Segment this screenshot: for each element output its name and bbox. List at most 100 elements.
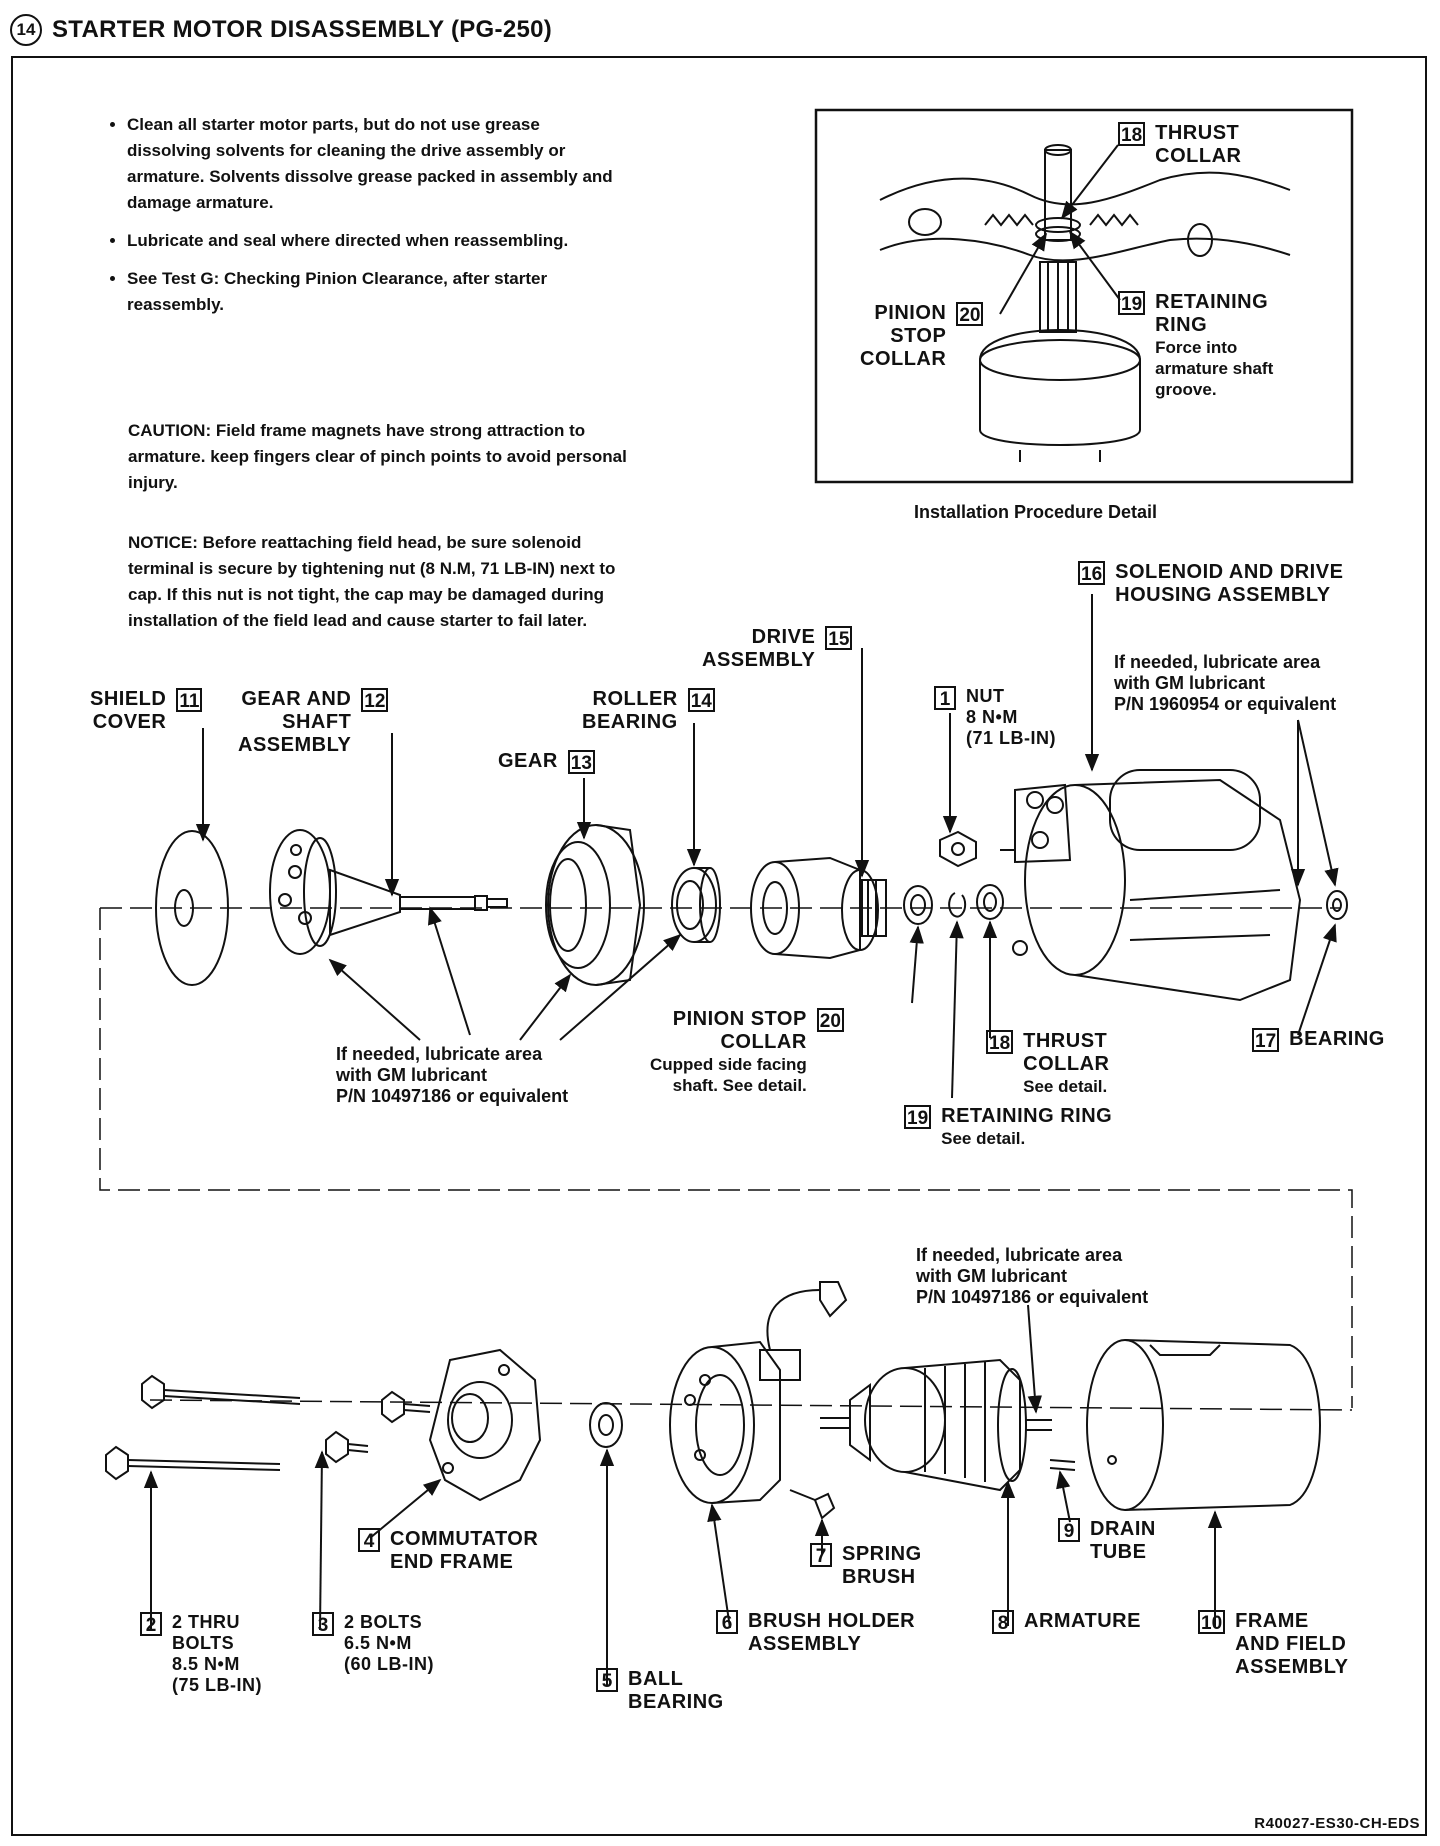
label-line: END FRAME	[390, 1551, 514, 1573]
label-part-8: 8 ARMATURE	[992, 1610, 1141, 1634]
nut-part	[939, 830, 977, 868]
part-number-box: 3	[312, 1612, 334, 1636]
label-line: COVER	[92, 711, 167, 733]
leader-19	[949, 920, 964, 1099]
frame-field-part	[1086, 1339, 1321, 1511]
retaining-ring-part	[948, 892, 967, 918]
document-code: R40027-ES30-CH-EDS	[1254, 1815, 1420, 1832]
label-note: Cupped side facing	[650, 1055, 807, 1074]
label-line: BRUSH HOLDER	[748, 1610, 916, 1632]
lube-line: If needed, lubricate area	[1114, 652, 1321, 672]
armature-part	[820, 1358, 1052, 1492]
label-line: COLLAR	[860, 348, 947, 370]
label-line: GEAR AND	[241, 688, 352, 710]
label-note: armature shaft	[1155, 359, 1274, 378]
part-number-box: 14	[687, 688, 715, 712]
lube-line: P/N 10497186 or equivalent	[336, 1086, 569, 1106]
lower-centerline	[149, 1399, 1353, 1411]
diagram-frame	[11, 56, 1427, 1836]
spring-brush-part	[789, 1489, 836, 1520]
part-number-box: 17	[1252, 1028, 1280, 1052]
label-line: COLLAR	[720, 1031, 807, 1053]
lube-arrow-4	[559, 933, 682, 1041]
label-line: SPRING	[842, 1543, 922, 1565]
label-part-17: 17 BEARING	[1252, 1028, 1385, 1052]
section-number-circle: 14	[10, 14, 42, 46]
label-line: AND FIELD	[1235, 1633, 1347, 1655]
label-line: BEARING	[582, 711, 678, 733]
label-line: 6.5 N•M	[344, 1633, 412, 1653]
part-number-box: 20	[956, 302, 984, 326]
label-line: DRAIN	[1090, 1518, 1156, 1540]
ball-bearing-part	[589, 1402, 623, 1448]
part-number-box: 18	[1118, 122, 1146, 146]
part-number-box: 18	[986, 1030, 1014, 1054]
notice-note: NOTICE: Before reattaching field head, b…	[128, 533, 616, 630]
label-line: RETAINING	[1155, 291, 1269, 313]
label-line: COMMUTATOR	[390, 1528, 539, 1550]
label-line: 8.5 N•M	[172, 1654, 240, 1674]
label-line: ASSEMBLY	[702, 649, 816, 671]
label-line: TUBE	[1090, 1541, 1147, 1563]
part-number-box: 11	[176, 688, 203, 712]
caution-note: CAUTION: Field frame magnets have strong…	[128, 421, 627, 492]
page-title-row: 14 STARTER MOTOR DISASSEMBLY (PG-250)	[10, 10, 552, 50]
label-line: SHAFT	[282, 711, 352, 733]
label-line: COLLAR	[1023, 1053, 1110, 1075]
label-line: STOP	[890, 325, 947, 347]
pinion-stop-collar-part	[903, 885, 933, 925]
label-line: BEARING	[628, 1691, 724, 1713]
label-note: See detail.	[1023, 1077, 1108, 1096]
label-line: RING	[1155, 314, 1208, 336]
label-line: (60 LB-IN)	[344, 1654, 434, 1674]
leader-9	[1056, 1470, 1071, 1523]
gear-shaft-part	[269, 829, 508, 955]
label-line: ASSEMBLY	[748, 1633, 862, 1655]
label-line: (75 LB-IN)	[172, 1675, 262, 1695]
label-line: BRUSH	[842, 1566, 916, 1588]
detail-leader-18	[1060, 144, 1119, 220]
detail-caption: Installation Procedure Detail	[914, 502, 1158, 522]
part-number-box: 15	[825, 626, 853, 650]
label-line: RETAINING RING	[941, 1105, 1113, 1127]
lube-arrow-3	[519, 973, 572, 1041]
label-line: GEAR	[498, 750, 558, 772]
label-line: DRIVE	[751, 626, 816, 648]
detail-leader-20	[999, 232, 1047, 315]
detail-leader-19	[1068, 230, 1121, 301]
lube-line: with GM lubricant	[336, 1065, 487, 1085]
part-number-box: 19	[904, 1105, 932, 1129]
detail-drawing	[879, 144, 1291, 462]
leader-4	[369, 1478, 442, 1539]
lube-line: P/N 1960954 or equivalent	[1114, 694, 1337, 714]
label-line: BEARING	[1289, 1028, 1385, 1050]
bullet-2: Lubricate and seal where directed when r…	[127, 228, 615, 254]
part-number-box: 1	[934, 686, 956, 710]
leader-6	[707, 1503, 731, 1629]
label-line: THRUST	[1155, 122, 1240, 144]
label-line: BALL	[628, 1668, 684, 1690]
shield-cover-part	[155, 830, 229, 986]
label-line: 8 N•M	[966, 707, 1018, 727]
part-number-box: 8	[992, 1610, 1014, 1634]
drain-tube-part	[1049, 1459, 1076, 1471]
label-line: PINION STOP	[672, 1008, 807, 1030]
instruction-bullets: Clean all starter motor parts, but do no…	[95, 112, 615, 330]
label-line: PINION	[874, 302, 947, 324]
part-number-box: 5	[596, 1668, 618, 1692]
label-line: 2 BOLTS	[344, 1612, 423, 1632]
label-line: COLLAR	[1155, 145, 1242, 167]
label-line: ARMATURE	[1024, 1610, 1141, 1632]
